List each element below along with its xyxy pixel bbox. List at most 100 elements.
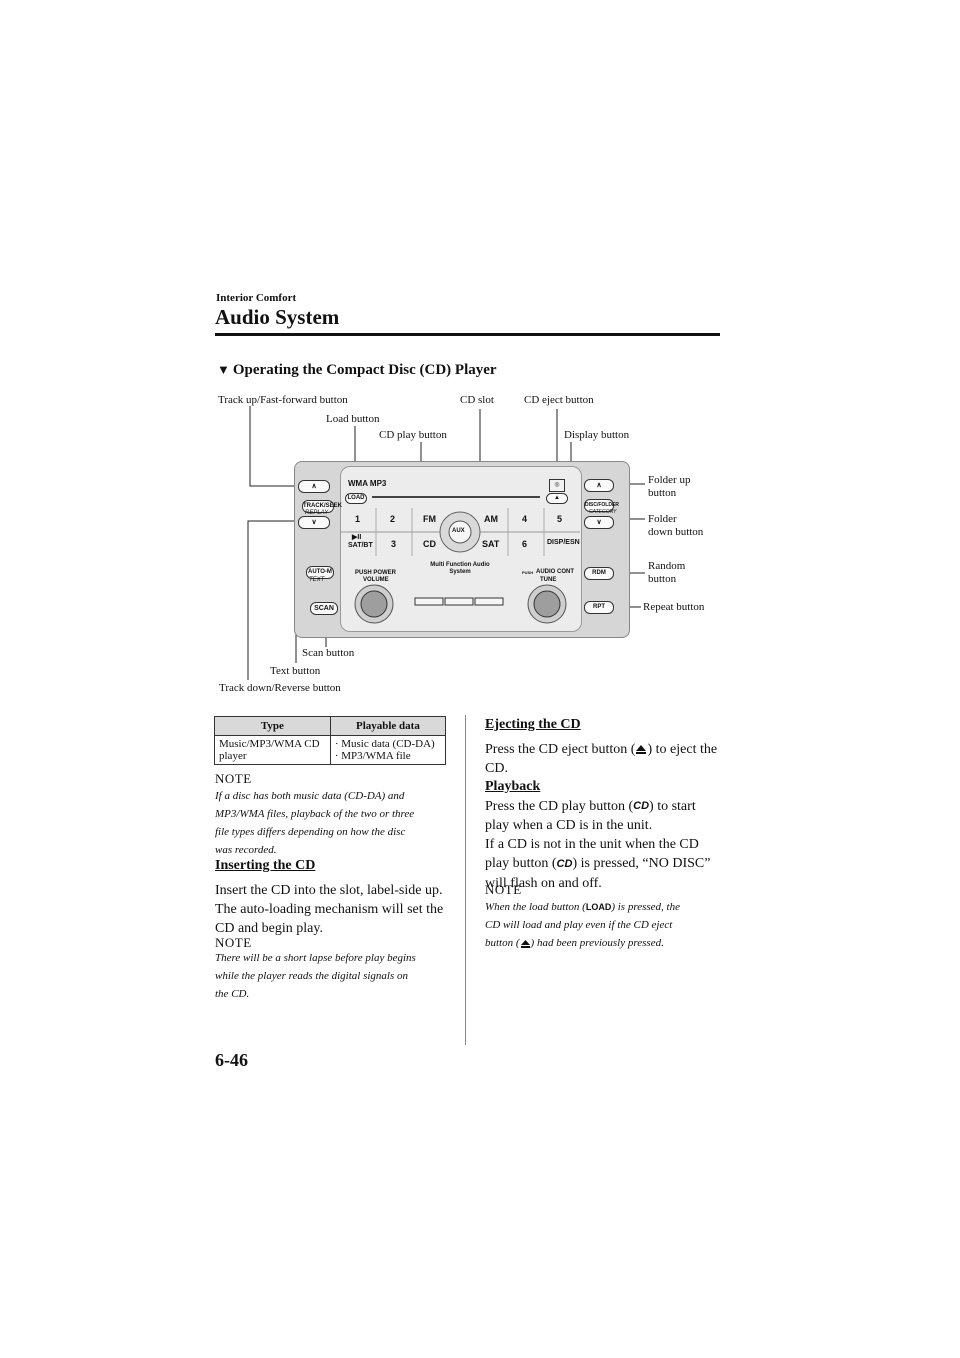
track-seek-label: TRACK/SEEK (302, 500, 342, 513)
play-pause-icon: ▶II (352, 534, 362, 541)
cd-slot (372, 496, 540, 498)
note-label-3: NOTE (485, 882, 522, 897)
callout-random-line2: button (648, 573, 677, 585)
table-cell-type: Music/MP3/WMA CD player (214, 735, 331, 765)
play-line1: Press the CD play button (CD) to start (485, 797, 725, 816)
play-text-e: play button ( (485, 856, 557, 872)
disc-folder-label: DISC/FOLDER (584, 499, 619, 512)
table-row: Music/MP3/WMA CD player · Music data (CD… (214, 735, 447, 765)
callout-track-up: Track up/Fast-forward button (218, 394, 348, 406)
insert-line1: Insert the CD into the slot, label-side … (215, 883, 443, 898)
sat-button: SAT (482, 539, 500, 549)
note1-line3: file types differs depending on how the … (215, 826, 406, 838)
preset-3: 3 (391, 539, 397, 549)
note-text-2: There will be a short lapse before play … (215, 949, 460, 1003)
type-line1: Music/MP3/WMA CD (219, 738, 320, 750)
callout-folder-down-line1: Folder (648, 513, 677, 525)
note1-line4: was recorded. (215, 844, 277, 856)
folder-down-button: ∨ (584, 516, 614, 529)
text-label: TEXT (309, 577, 325, 583)
callout-track-down: Track down/Reverse button (219, 682, 341, 694)
system-label-line1: Multi Function Audio (430, 562, 490, 568)
play-text-f: ) is pressed, “NO DISC” (572, 856, 711, 872)
push-label: PUSH (522, 570, 534, 575)
callout-scan: Scan button (302, 647, 355, 659)
leader-track-up (249, 406, 298, 487)
preset-1: 1 (355, 514, 361, 524)
note3-text-d: button ( (485, 937, 520, 950)
play-line3: If a CD is not in the unit when the CD (485, 837, 699, 853)
ejecting-text: Press the CD eject button () to eject th… (485, 740, 725, 778)
cd-play-button: CD (423, 539, 436, 549)
leader-track-down (247, 520, 298, 680)
callout-load: Load button (326, 413, 380, 425)
category-label: CATEGORY (589, 509, 617, 515)
inserting-text: Insert the CD into the slot, label-side … (215, 881, 460, 938)
note2-line3: the CD. (215, 988, 250, 1000)
note3-text-e: ) had been previously pressed. (530, 937, 664, 950)
folder-up-button: ∧ (584, 479, 614, 492)
callout-random: Random button (648, 560, 685, 586)
sat-bt-label: SAT/BT (348, 542, 373, 549)
aux-label: AUX (452, 528, 465, 534)
section-label: Interior Comfort (216, 292, 297, 304)
callout-folder-down: Folder down button (648, 513, 703, 539)
note-label-2: NOTE (215, 935, 252, 950)
display-button: DISP/ESN (547, 539, 580, 546)
page-title: Audio System (215, 305, 340, 329)
preset-6: 6 (522, 539, 528, 549)
preset-4: 4 (522, 514, 528, 524)
playback-text: Press the CD play button (CD) to start p… (485, 797, 725, 893)
preset-panel: 1 2 FM AM 4 5 ▶II SAT/BT 3 CD SAT 6 DISP… (340, 506, 580, 558)
eject-line1: Press the CD eject button () to eject th… (485, 740, 725, 759)
callout-display: Display button (564, 429, 630, 441)
callout-cd-play: CD play button (379, 429, 447, 441)
insert-line3: CD and begin play. (215, 921, 323, 936)
callout-text: Text button (270, 665, 321, 677)
tune-label: TUNE (540, 577, 557, 583)
random-button: RDM (584, 567, 614, 580)
note3-text-b: ) is pressed, the (611, 901, 680, 913)
eject-line2: CD. (485, 761, 508, 776)
audio-cont-label: AUDIO CONT (536, 569, 574, 575)
eject-text-a: Press the CD eject button ( (485, 742, 636, 757)
load-icon: LOAD (585, 902, 612, 913)
note-text-3: When the load button (LOAD) is pressed, … (485, 898, 725, 952)
am-button: AM (484, 514, 498, 524)
callout-folder-up: Folder up button (648, 474, 690, 500)
eject-icon (636, 745, 647, 755)
eject-icon (520, 939, 530, 948)
note1-line2: MP3/WMA files, playback of the two or th… (215, 808, 415, 820)
type-line2: player (219, 750, 247, 762)
triangle-marker-icon: ▼ (217, 362, 230, 377)
play-text-a: Press the CD play button ( (485, 799, 634, 814)
header-rule (215, 333, 720, 336)
volume-label: VOLUME (363, 577, 389, 583)
playback-heading: Playback (485, 779, 541, 794)
play-line2: play when a CD is in the unit. (485, 818, 653, 834)
note3-line2: CD will load and play even if the CD eje… (485, 919, 673, 932)
preset-panel-lines (340, 508, 580, 556)
note2-line1: There will be a short lapse before play … (215, 952, 416, 964)
load-button: LOAD (345, 493, 367, 504)
track-up-button: ∧ (298, 480, 330, 493)
table-header-row: Type Playable data (214, 716, 447, 736)
track-down-button: ∨ (298, 516, 330, 529)
play-text-b: ) to start (649, 799, 696, 814)
note3-line3: button ( ) had been previously pressed. (485, 934, 725, 952)
push-power-label: PUSH POWER (355, 570, 397, 576)
data-line2: · MP3/WMA file (334, 750, 411, 762)
section-heading: ▼Operating the Compact Disc (CD) Player (217, 362, 497, 379)
ejecting-heading: Ejecting the CD (485, 717, 581, 732)
callout-folder-up-line2: button (648, 487, 677, 499)
system-label: Multi Function Audio System (430, 562, 490, 576)
callout-random-line1: Random (648, 560, 686, 572)
preset-2: 2 (390, 514, 396, 524)
knob-area (354, 584, 567, 624)
callout-repeat: Repeat button (643, 601, 705, 613)
note2-line2: while the player reads the digital signa… (215, 970, 408, 982)
playable-data-table: Type Playable data Music/MP3/WMA CD play… (214, 716, 447, 765)
table-header-playable: Playable data (329, 716, 447, 736)
scan-button: SCAN (310, 602, 338, 615)
note3-text-a: When the load button ( (485, 901, 586, 913)
